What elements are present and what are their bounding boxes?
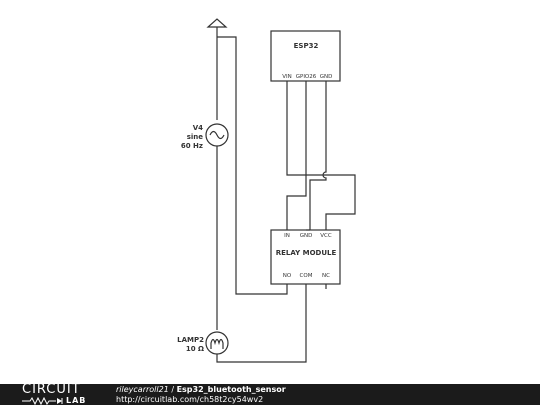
- lamp-icon[interactable]: [205, 331, 229, 355]
- relay-pin-nc: NC: [322, 273, 330, 279]
- relay-pin-in: IN: [284, 233, 290, 239]
- circuit-url[interactable]: http://circuitlab.com/ch58t2cy54wv2: [116, 395, 264, 404]
- logo-lab-text: LAB: [66, 396, 87, 405]
- wire-node-no: [217, 36, 288, 295]
- relay-pin-com: COM: [300, 273, 313, 279]
- wire-gnd-gnd: [309, 81, 327, 230]
- circuit-credit: rileycarroll21 / Esp32_bluetooth_sensor …: [116, 385, 286, 405]
- esp32-module[interactable]: [270, 30, 341, 82]
- relay-pin-no: NO: [283, 273, 292, 279]
- logo-circuit-text: CIRCUIT: [22, 382, 81, 397]
- esp32-pin-gnd: GND: [320, 74, 333, 80]
- relay-pin-gnd: GND: [300, 233, 313, 239]
- lamp-value: 10 Ω: [186, 345, 204, 353]
- circuit-title[interactable]: Esp32_bluetooth_sensor: [176, 385, 286, 394]
- source-type: sine: [187, 133, 204, 141]
- relay-pin-vcc: VCC: [320, 233, 332, 239]
- node-triangle-icon: [206, 18, 228, 28]
- esp32-pin-gpio26: GPIO26: [296, 74, 317, 80]
- wire-gpio26-in: [286, 81, 307, 230]
- lamp-name: LAMP2: [177, 336, 204, 344]
- source-name: V4: [193, 124, 203, 132]
- footer-bar: CIRCUIT LAB rileycarroll21 / Esp32_bluet…: [0, 382, 540, 405]
- lamp-filament-icon: [210, 338, 224, 349]
- sine-wave-icon: [209, 130, 225, 140]
- source-frequency: 60 Hz: [181, 142, 203, 150]
- credit-separator: /: [168, 385, 177, 394]
- schematic-canvas: V4 sine 60 Hz LAMP2 10 Ω ESP32 VIN GPIO2…: [177, 18, 356, 363]
- wire-lamp-com: [216, 284, 307, 363]
- esp32-pin-vin: VIN: [282, 74, 292, 80]
- circuitlab-logo[interactable]: CIRCUIT LAB: [22, 382, 94, 405]
- author-link[interactable]: rileycarroll21: [116, 385, 169, 394]
- relay-module[interactable]: [270, 229, 341, 285]
- relay-title: RELAY MODULE: [276, 249, 337, 257]
- wire-vin-vcc: [286, 81, 356, 230]
- esp32-title: ESP32: [294, 42, 319, 50]
- logo-resistor-icon: [22, 396, 63, 405]
